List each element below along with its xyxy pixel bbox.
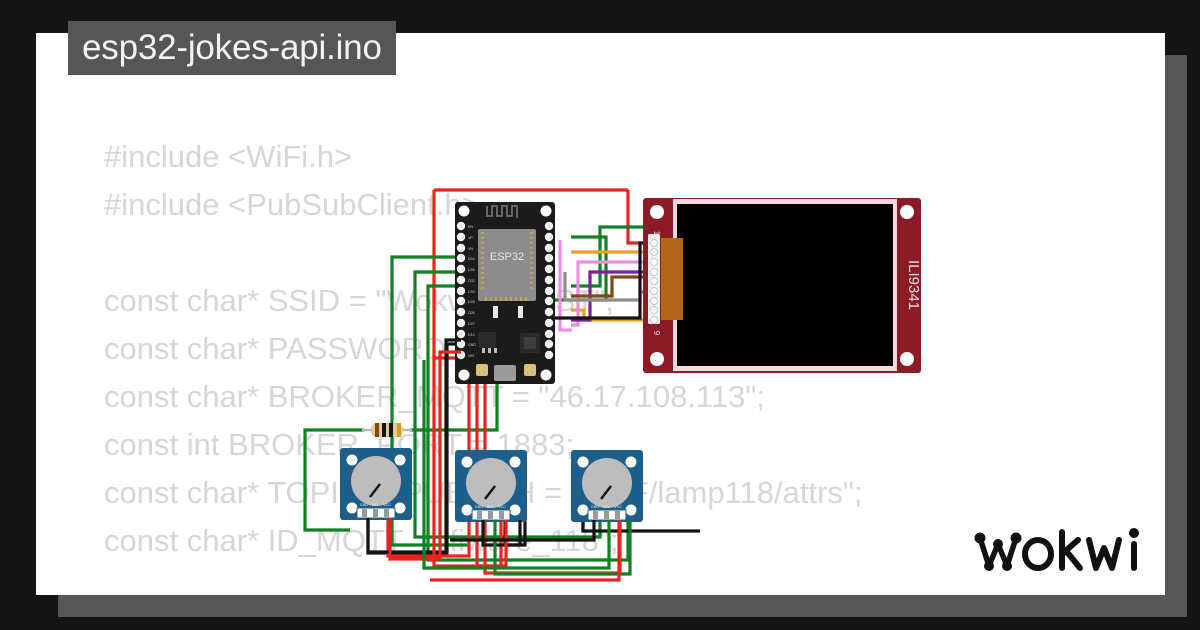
code-line: const char* TOPICO_PUBLISH = "/TEF/lamp1… (104, 475, 863, 510)
file-title-badge[interactable]: esp32-jokes-api.ino (68, 21, 396, 75)
code-line: const char* BROKER_MQTT = "46.17.108.113… (104, 379, 765, 414)
code-line: #include <WiFi.h> (104, 139, 353, 174)
project-card: #include <WiFi.h> #include <PubSubClient.… (36, 33, 1165, 595)
code-line: const char* SSID = "Wokwi-GUEST"; (104, 283, 614, 318)
code-line: const int BROKER_PORT = 1883; (104, 427, 575, 462)
code-line: #include <PubSubClient.h> (104, 187, 480, 222)
code-line (104, 229, 1164, 277)
code-line: const char* PASSWORD = ""; (104, 331, 513, 366)
wokwi-logo (974, 528, 1139, 571)
